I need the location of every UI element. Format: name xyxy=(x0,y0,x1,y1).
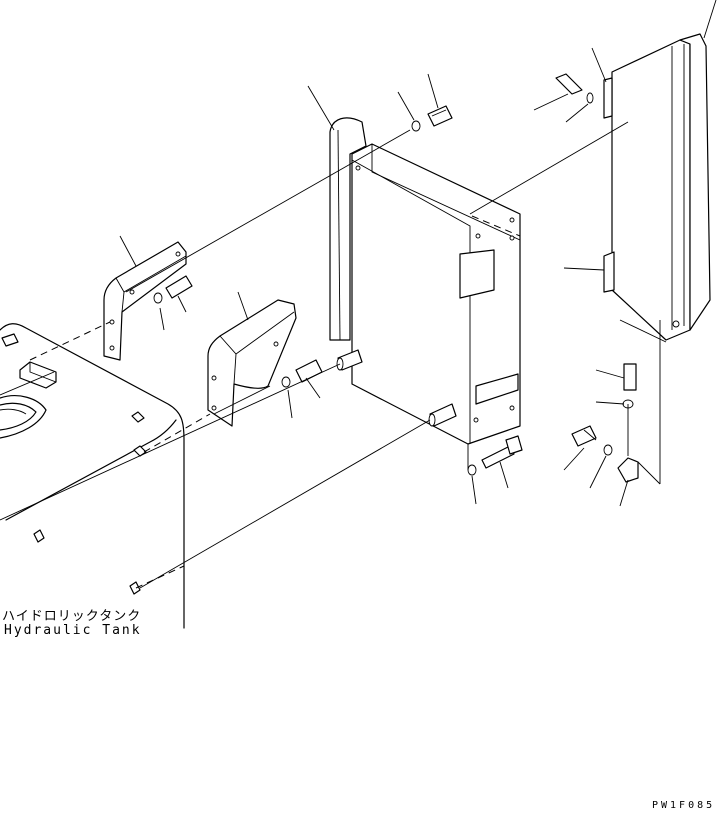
main-box xyxy=(336,143,521,445)
leader-lines xyxy=(119,0,717,507)
fasteners xyxy=(153,73,639,483)
left-bracket xyxy=(103,241,187,361)
side-plate xyxy=(329,117,367,341)
right-cover xyxy=(603,33,711,343)
drawing-code: PW1F085 xyxy=(652,800,716,811)
hydraulic-tank-label-en: Hydraulic Tank xyxy=(4,623,142,638)
assembly-lines xyxy=(0,121,661,589)
hydraulic-tank xyxy=(0,323,185,629)
hydraulic-tank-label-jp: ハイドロリックタンク xyxy=(2,609,142,624)
middle-bracket xyxy=(207,299,297,427)
